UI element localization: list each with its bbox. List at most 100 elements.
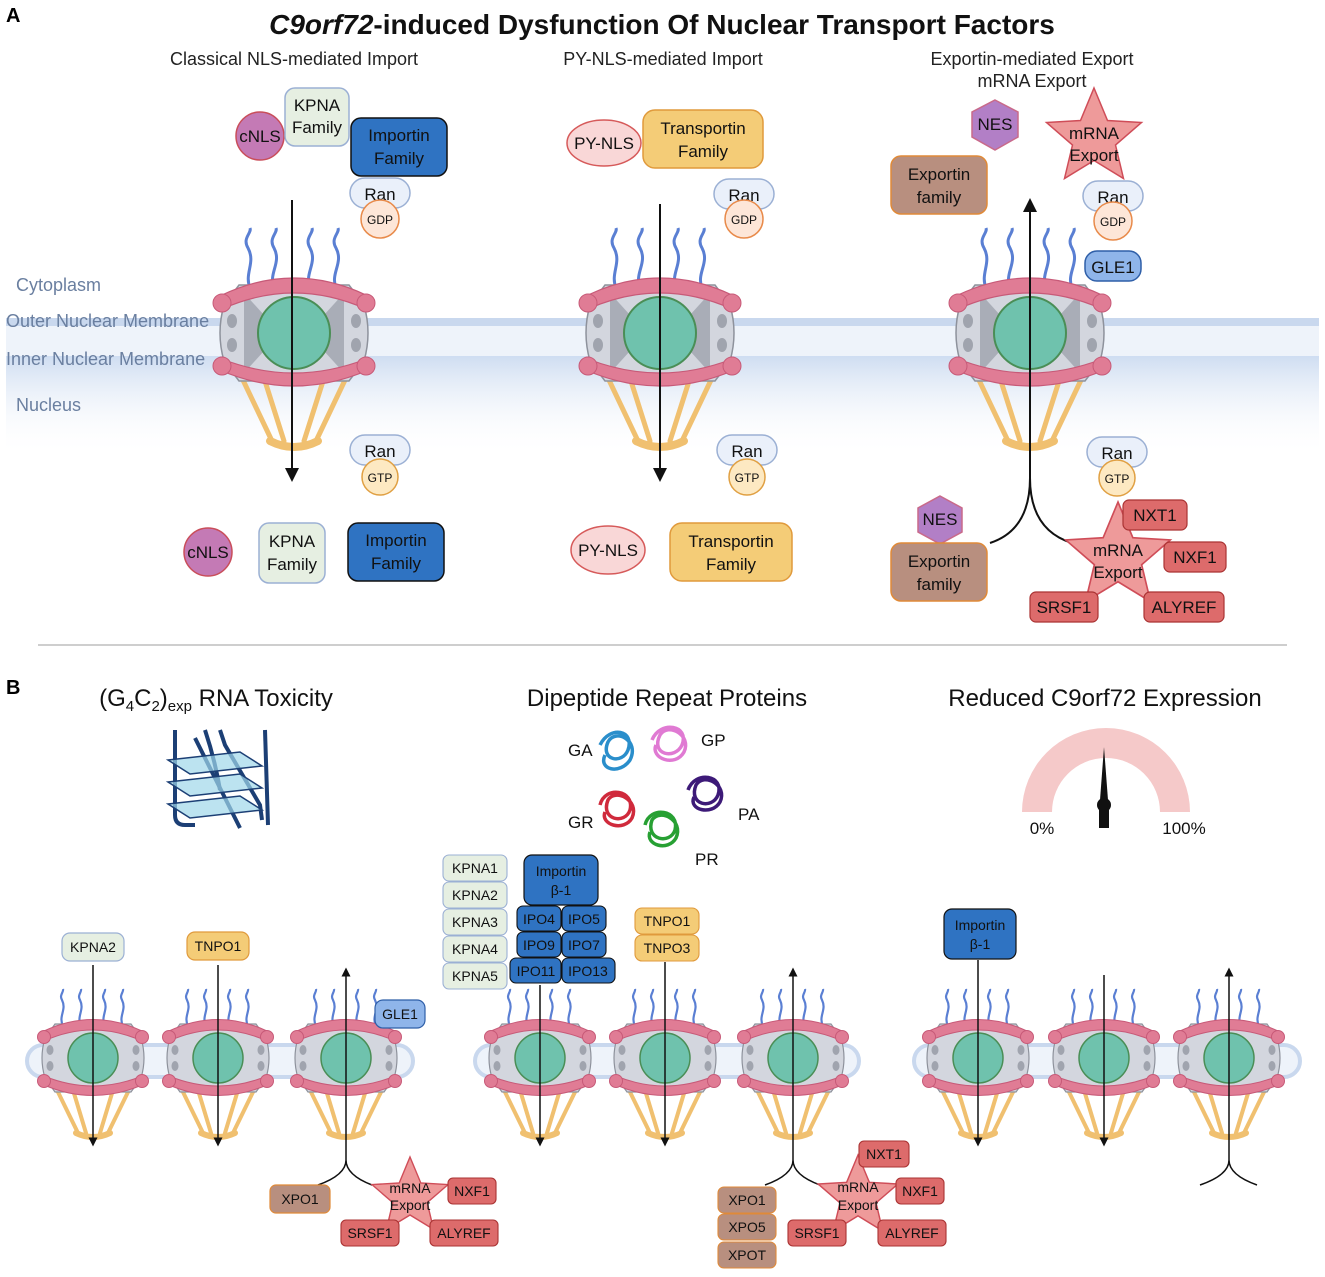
svg-text:GTP: GTP xyxy=(735,471,760,485)
section-title-rna-toxicity: (G4C2)exp RNA Toxicity xyxy=(99,685,333,715)
nxf1-box-a: NXF1 xyxy=(1163,541,1227,573)
ran-gtp-2: Ran GTP xyxy=(716,434,778,496)
svg-text:Family: Family xyxy=(678,142,729,161)
svg-text:IPO7: IPO7 xyxy=(568,937,600,953)
svg-text:Export: Export xyxy=(390,1197,431,1213)
svg-text:IPO4: IPO4 xyxy=(523,911,555,927)
svg-text:Importin: Importin xyxy=(365,531,426,550)
svg-text:KPNA2: KPNA2 xyxy=(70,939,116,955)
nucleus-label: Nucleus xyxy=(16,395,81,415)
mrna-star-b1: mRNA Export xyxy=(372,1157,448,1229)
svg-text:ALYREF: ALYREF xyxy=(1152,598,1217,617)
nes-top: NES xyxy=(971,99,1019,151)
nxt1-box-a: NXT1 xyxy=(1122,499,1188,531)
gauge-min-label: 0% xyxy=(1030,819,1055,838)
cnls-bottom: cNLS xyxy=(183,527,233,577)
dpr-gp-label: GP xyxy=(701,731,726,750)
gle1-top: GLE1 xyxy=(1084,250,1142,282)
panel-b-letter: B xyxy=(6,677,20,699)
svg-text:Family: Family xyxy=(292,118,343,137)
mrna-export-star-top: mRNA Export xyxy=(1047,88,1142,179)
dpr-ga-label: GA xyxy=(568,741,593,760)
svg-text:PY-NLS: PY-NLS xyxy=(578,541,638,560)
srsf1-box-b1: SRSF1 xyxy=(340,1219,400,1247)
dpr-gr-tangle xyxy=(598,790,636,828)
transportin-family-top: Transportin Family xyxy=(642,109,764,169)
svg-text:KPNA2: KPNA2 xyxy=(452,887,498,903)
svg-text:family: family xyxy=(917,575,962,594)
svg-text:Exportin: Exportin xyxy=(908,165,970,184)
svg-text:NXF1: NXF1 xyxy=(902,1183,938,1199)
export-converging-lines xyxy=(989,477,1073,544)
svg-text:KPNA: KPNA xyxy=(294,96,341,115)
tnpo1-box-b1: TNPO1 xyxy=(186,931,250,961)
mrna-export-star-bottom: mRNA Export xyxy=(1066,502,1171,602)
svg-text:NES: NES xyxy=(978,115,1013,134)
svg-text:PY-NLS: PY-NLS xyxy=(574,134,634,153)
kpna-stack: KPNA1 KPNA2 KPNA3 KPNA4 KPNA5 xyxy=(442,854,508,990)
svg-text:GDP: GDP xyxy=(367,213,393,227)
ran-gdp-1: Ran GDP xyxy=(349,177,411,239)
xpo-stack: XPO1 XPO5 XPOT xyxy=(717,1186,777,1269)
svg-text:GTP: GTP xyxy=(1105,472,1130,486)
svg-text:cNLS: cNLS xyxy=(239,127,281,146)
svg-text:Importin: Importin xyxy=(536,863,587,879)
importin-family-top: Importin Family xyxy=(350,117,448,177)
cytoplasm-label: Cytoplasm xyxy=(16,275,101,295)
svg-text:KPNA: KPNA xyxy=(269,532,316,551)
svg-text:IPO13: IPO13 xyxy=(568,963,608,979)
alyref-box-a: ALYREF xyxy=(1143,591,1225,623)
svg-text:β-1: β-1 xyxy=(970,936,991,952)
ran-gtp-1: Ran GTP xyxy=(349,434,411,496)
section-title-reduced-expression: Reduced C9orf72 Expression xyxy=(948,685,1262,712)
svg-text:Transportin: Transportin xyxy=(688,532,773,551)
svg-text:Ran: Ran xyxy=(728,186,759,205)
svg-text:KPNA5: KPNA5 xyxy=(452,968,498,984)
nxf1-box-b1: NXF1 xyxy=(447,1177,497,1205)
cnls-top: cNLS xyxy=(235,111,285,161)
section-title-dpr: Dipeptide Repeat Proteins xyxy=(527,685,807,712)
svg-text:Export: Export xyxy=(838,1197,879,1213)
ipo-stack: IPO4 IPO5 IPO9 IPO7 IPO11 IPO13 xyxy=(509,905,616,984)
column-title-pynls: PY-NLS-mediated Import xyxy=(563,49,762,69)
column-title-export-line2: mRNA Export xyxy=(977,71,1086,91)
column-title-classical: Classical NLS-mediated Import xyxy=(170,49,418,69)
g-quadruplex-planes xyxy=(165,751,265,819)
svg-text:mRNA: mRNA xyxy=(1069,124,1120,143)
svg-text:KPNA1: KPNA1 xyxy=(452,860,498,876)
svg-text:Export: Export xyxy=(1069,146,1118,165)
svg-text:TNPO1: TNPO1 xyxy=(195,938,242,954)
transportin-family-bottom: Transportin Family xyxy=(669,522,793,582)
svg-text:mRNA: mRNA xyxy=(837,1179,879,1195)
gauge-max-label: 100% xyxy=(1162,819,1205,838)
panel-a-letter: A xyxy=(6,5,20,27)
svg-text:mRNA: mRNA xyxy=(1093,541,1144,560)
svg-text:NXF1: NXF1 xyxy=(454,1183,490,1199)
importin-beta1-b3: Importin β-1 xyxy=(943,908,1017,960)
svg-text:IPO9: IPO9 xyxy=(523,937,555,953)
dpr-gr-label: GR xyxy=(568,813,594,832)
dpr-gp-tangle xyxy=(650,725,688,762)
svg-text:Ran: Ran xyxy=(731,442,762,461)
exportin-family-bottom: Exportin family xyxy=(890,542,988,602)
svg-text:Exportin: Exportin xyxy=(908,552,970,571)
svg-text:SRSF1: SRSF1 xyxy=(794,1225,839,1241)
svg-text:XPO1: XPO1 xyxy=(281,1191,319,1207)
svg-text:β-1: β-1 xyxy=(551,882,572,898)
svg-text:family: family xyxy=(917,188,962,207)
svg-text:Importin: Importin xyxy=(955,917,1006,933)
svg-text:Family: Family xyxy=(706,555,757,574)
svg-text:cNLS: cNLS xyxy=(187,543,229,562)
svg-text:NXT1: NXT1 xyxy=(866,1146,902,1162)
pynls-bottom: PY-NLS xyxy=(570,525,646,575)
nxf1-box-b2: NXF1 xyxy=(895,1177,945,1205)
svg-text:NXF1: NXF1 xyxy=(1173,548,1216,567)
importin-family-bottom: Importin Family xyxy=(347,522,445,582)
srsf1-box-b2: SRSF1 xyxy=(787,1219,847,1247)
dpr-pa-tangle xyxy=(686,775,724,812)
srsf1-box-a: SRSF1 xyxy=(1029,591,1099,623)
svg-text:XPO1: XPO1 xyxy=(728,1192,766,1208)
svg-text:XPO5: XPO5 xyxy=(728,1219,766,1235)
pynls-top: PY-NLS xyxy=(566,119,642,167)
